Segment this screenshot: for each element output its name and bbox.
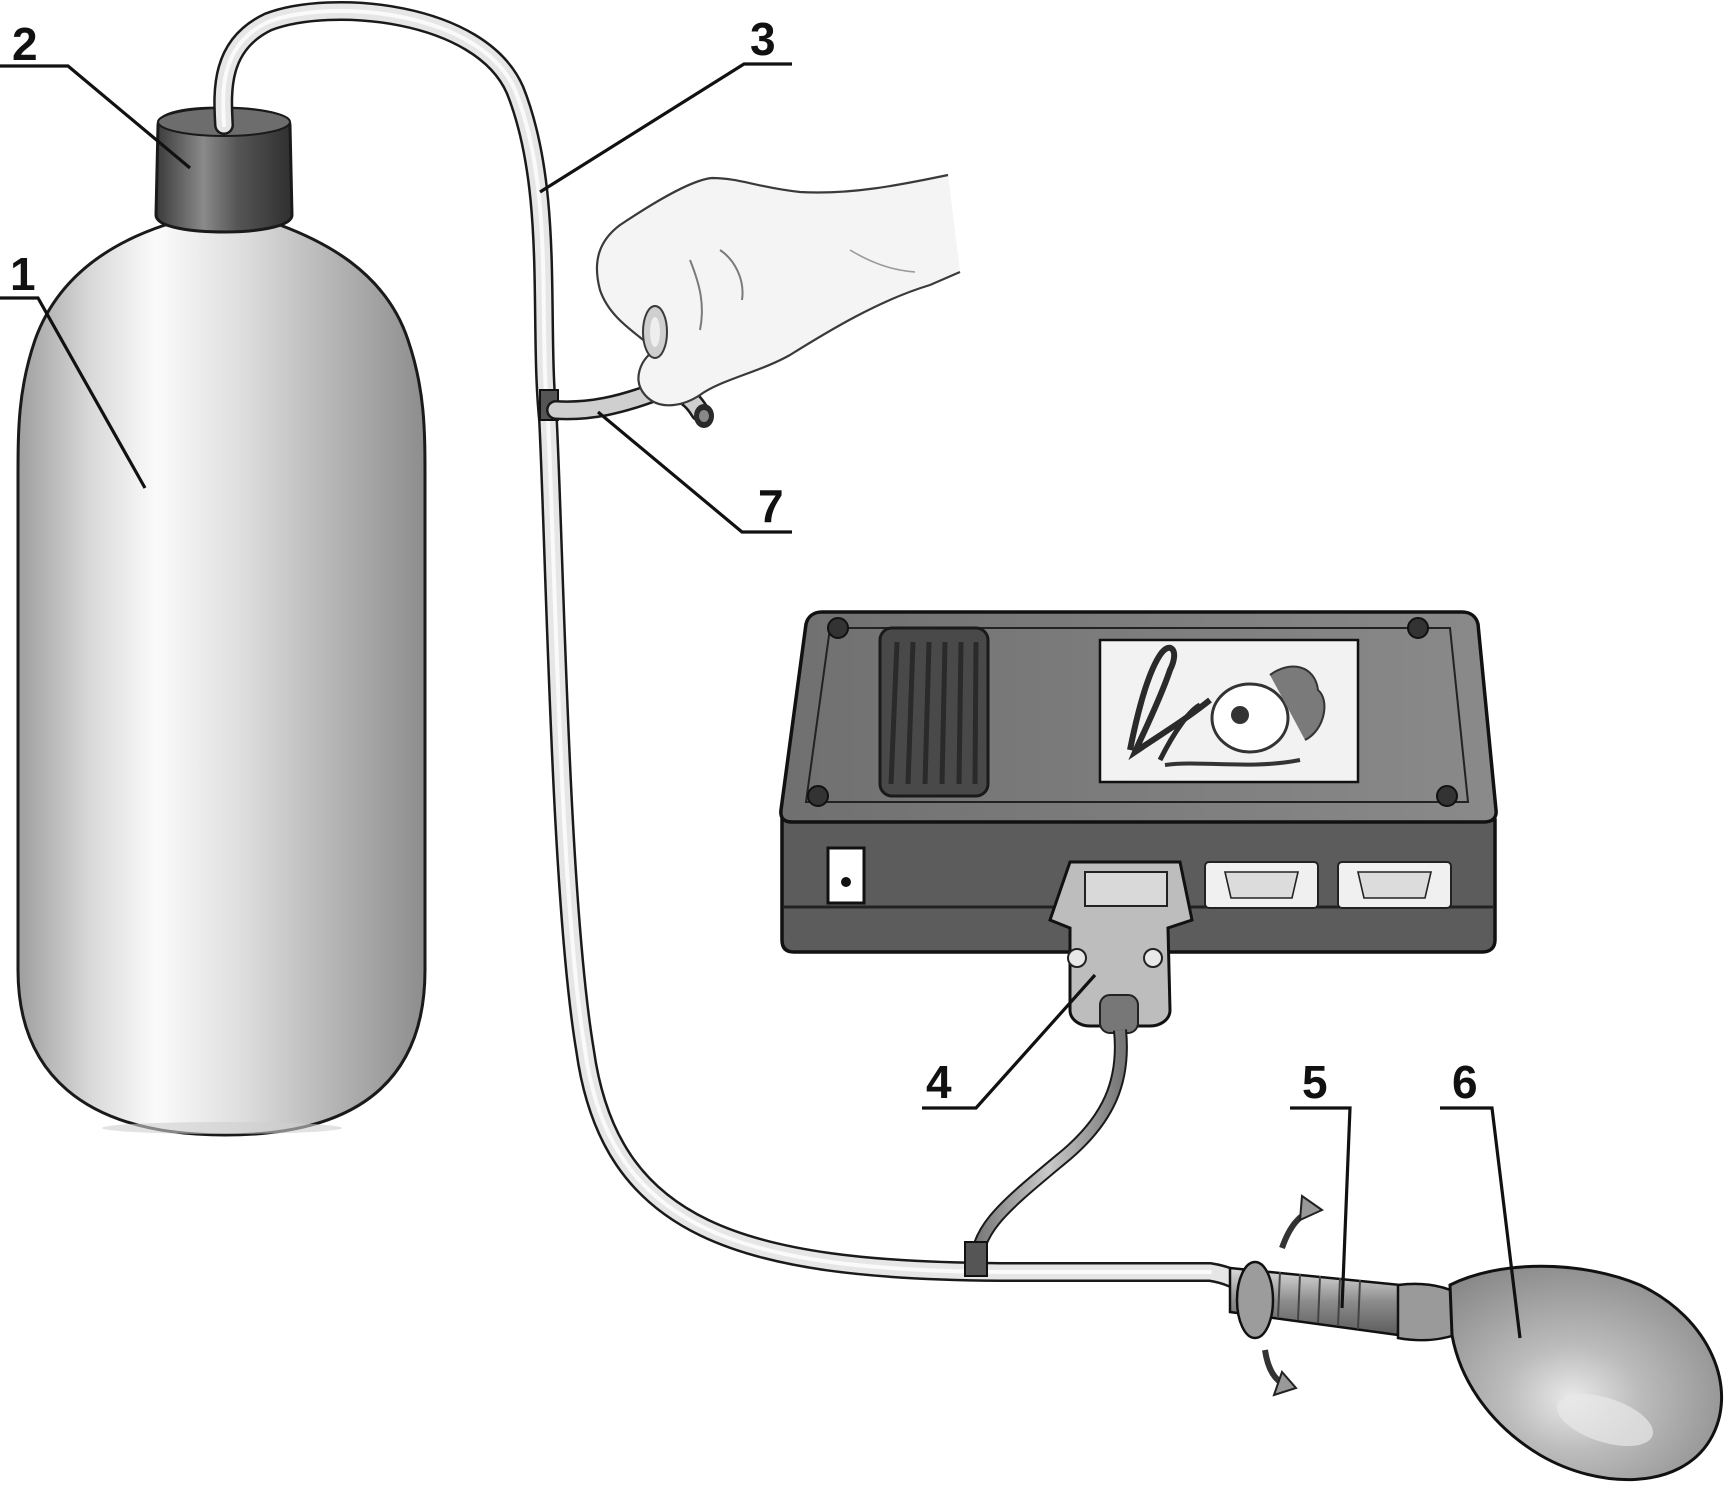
callout-2: 2 xyxy=(0,18,192,170)
power-switch xyxy=(826,846,866,905)
callout-number-4: 4 xyxy=(926,1056,952,1108)
callout-5: 5 xyxy=(1290,1056,1352,1309)
callout-number-5: 5 xyxy=(1302,1056,1328,1108)
callout-3: 3 xyxy=(539,13,792,194)
callout-1: 1 xyxy=(0,248,147,489)
screw-heads xyxy=(807,617,1458,807)
callout-7: 7 xyxy=(596,410,792,534)
callout-number-6: 6 xyxy=(1452,1056,1478,1108)
logo-icon xyxy=(1098,638,1360,784)
gas-bottle xyxy=(16,223,427,1137)
vent-grille xyxy=(878,626,990,798)
rubber-bulb-icon xyxy=(1396,1264,1724,1482)
callout-4: 4 xyxy=(922,973,1097,1110)
callout-6: 6 xyxy=(1440,1056,1522,1339)
callout-number-2: 2 xyxy=(12,18,38,70)
sensor-cable xyxy=(964,1029,1128,1277)
serial-port-2 xyxy=(1337,861,1452,909)
serial-port-1 xyxy=(1204,861,1319,909)
screw-valve-icon xyxy=(1228,1194,1402,1397)
callout-number-3: 3 xyxy=(750,13,776,65)
callout-number-1: 1 xyxy=(10,248,36,300)
callout-number-7: 7 xyxy=(758,480,784,532)
hand-pinch-icon xyxy=(595,173,961,407)
